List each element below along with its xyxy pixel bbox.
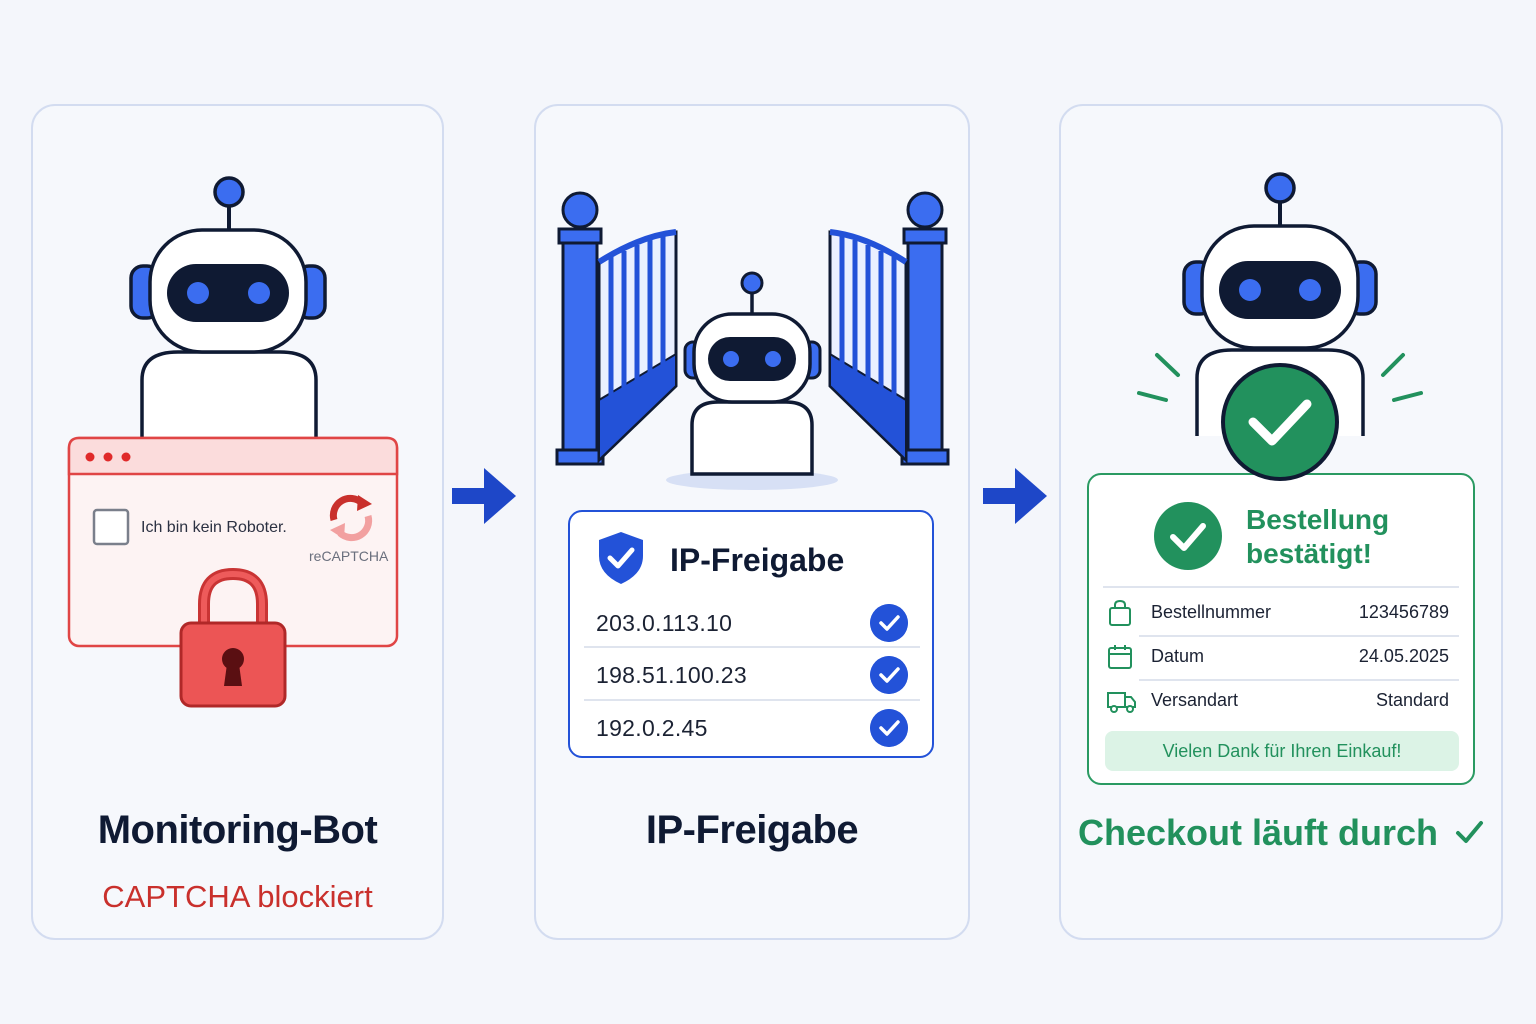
panel-title-checkout: Checkout läuft durch [1059,812,1503,854]
check-circle-icon [1154,502,1222,570]
ip-card-title: IP-Freigabe [670,542,845,578]
order-row-label: Datum [1151,646,1205,666]
order-confirmed-title: Bestellung bestätigt! [1246,503,1389,571]
check-circle-icon [870,656,908,694]
thank-you-banner: Vielen Dank für Ihren Einkauf! [1105,731,1459,771]
divider [1139,679,1459,681]
ip-row: 198.51.100.23 [596,648,908,700]
order-row-shipping: Versandart Standard [1107,679,1449,723]
truck-icon [1107,692,1136,713]
ip-row: 192.0.2.45 [596,701,908,753]
ip-address: 203.0.113.10 [596,610,733,636]
ip-address: 192.0.2.45 [596,715,708,741]
order-row-value: 123456789 [1358,602,1449,622]
order-row-value: Standard [1375,690,1449,710]
panel-title-ip-whitelist: IP-Freigabe [645,808,859,852]
recaptcha-brand: reCAPTCHA [309,548,389,564]
ip-address: 198.51.100.23 [596,662,747,688]
arrow-right-icon [452,468,516,524]
order-row-label: Bestellnummer [1151,602,1272,622]
calendar-icon [1108,645,1132,669]
panel-title-monitoring-bot: Monitoring-Bot [97,808,378,852]
ip-whitelist-card: IP-Freigabe 203.0.113.10 198.51.100.23 1… [568,510,934,758]
recaptcha-logo-icon [329,494,373,542]
ip-row: 203.0.113.10 [596,596,908,648]
shopping-bag-icon [1109,599,1131,626]
shield-check-icon [599,532,643,584]
check-circle-icon [870,604,908,642]
divider [1103,586,1459,588]
checkout-title-text: Checkout läuft durch [1077,812,1438,853]
checkmark-icon [1456,821,1484,843]
divider [584,646,920,648]
padlock-icon [179,567,287,708]
success-check-badge-icon [1221,363,1339,481]
divider [1139,635,1459,637]
check-circle-icon [870,709,908,747]
order-row-value: 24.05.2025 [1358,646,1449,666]
arrow-right-icon [983,468,1047,524]
divider [584,699,920,701]
order-row-date: Datum 24.05.2025 [1107,635,1449,679]
order-confirmation-card: Bestellung bestätigt! Bestellnummer 1234… [1087,473,1475,785]
order-row-label: Versandart [1151,690,1239,710]
panel-subtitle-captcha-blocked: CAPTCHA blockiert [102,879,373,914]
order-title-line1: Bestellung [1246,504,1390,535]
order-row-number: Bestellnummer 123456789 [1107,591,1449,635]
order-title-line2: bestätigt! [1246,538,1372,569]
captcha-checkbox-label: Ich bin kein Roboter. [141,519,287,536]
